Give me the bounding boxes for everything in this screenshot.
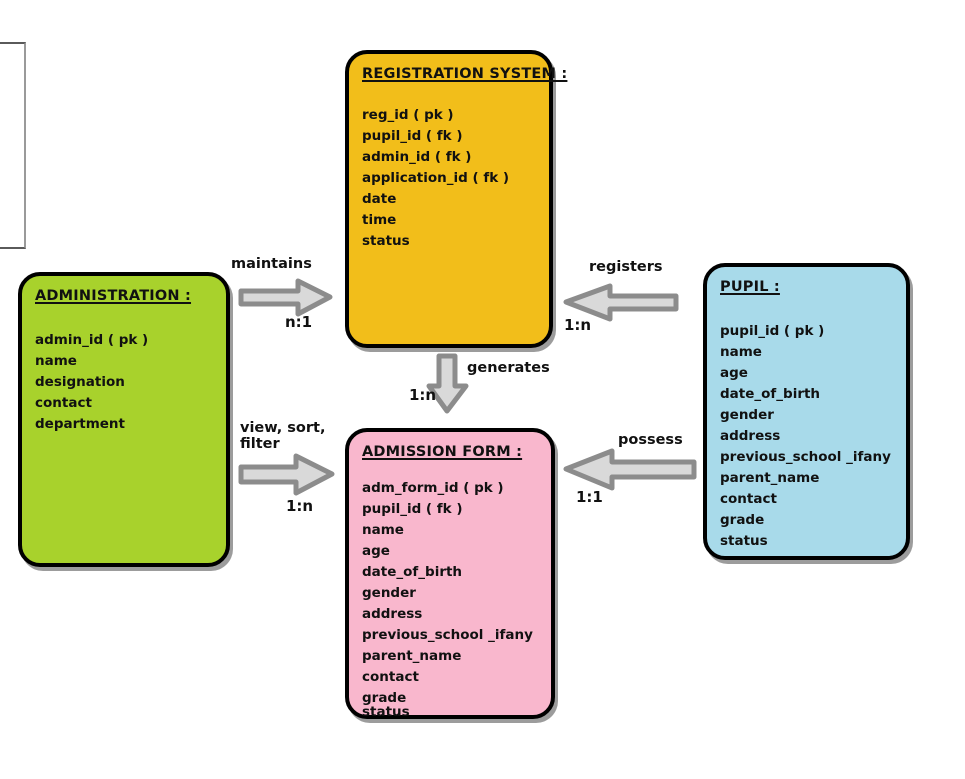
attribute: contact: [35, 395, 92, 411]
entity-title-admission-form: ADMISSION FORM :: [362, 444, 523, 460]
attribute: age: [720, 365, 748, 381]
attribute: pupil_id ( pk ): [720, 323, 825, 339]
attribute: name: [720, 344, 762, 360]
attribute: contact: [720, 491, 777, 507]
attribute: reg_id ( pk ): [362, 107, 454, 123]
attribute: status: [362, 233, 410, 249]
cardinality-generates: 1:n: [409, 386, 437, 404]
relationship-label-possess: possess: [618, 432, 683, 448]
attribute: application_id ( fk ): [362, 170, 510, 186]
attribute: previous_school _ifany: [362, 627, 533, 643]
attribute: parent_name: [720, 470, 820, 486]
relationship-label-generates: generates: [467, 360, 550, 376]
attribute: time: [362, 212, 397, 228]
entity-title-registration-system: REGISTRATION SYSTEM :: [362, 66, 568, 82]
view-sort-filter-arrow-right-icon: [238, 453, 335, 496]
attribute: admin_id ( pk ): [35, 332, 149, 348]
attribute: pupil_id ( fk ): [362, 128, 463, 144]
attribute: previous_school _ifany: [720, 449, 891, 465]
entity-administration: ADMINISTRATION : admin_id ( pk ) name desi…: [18, 272, 230, 567]
registers-arrow-left-icon: [563, 283, 679, 322]
attribute: parent_name: [362, 648, 462, 664]
relationship-label-view-sort-filter: view, sort, filter: [240, 420, 326, 452]
attribute: name: [362, 522, 404, 538]
attribute-list-registration-system: reg_id ( pk ) pupil_id ( fk ) admin_id ( f…: [362, 105, 539, 252]
entity-title-administration: ADMINISTRATION :: [35, 288, 192, 304]
attribute: address: [720, 428, 781, 444]
cropped-empty-box: [0, 42, 26, 249]
attribute: adm_form_id ( pk ): [362, 480, 504, 496]
relationship-label-maintains: maintains: [231, 256, 312, 272]
attribute: designation: [35, 374, 125, 390]
attribute: name: [35, 353, 77, 369]
attribute: gender: [720, 407, 774, 423]
attribute: admin_id ( fk ): [362, 149, 472, 165]
entity-admission-form: ADMISSION FORM : adm_form_id ( pk ) pupil…: [345, 428, 555, 720]
cardinality-maintains: n:1: [285, 313, 313, 331]
attribute: grade: [720, 512, 765, 528]
attribute: grade: [362, 690, 407, 706]
attribute: status: [720, 533, 768, 549]
attribute: age: [362, 543, 390, 559]
cardinality-possess: 1:1: [576, 488, 603, 506]
relationship-label-registers: registers: [589, 259, 663, 275]
possess-arrow-left-icon: [563, 448, 697, 491]
attribute: contact: [362, 669, 419, 685]
attribute: date: [362, 191, 397, 207]
entity-registration-system: REGISTRATION SYSTEM : reg_id ( pk ) pupil…: [345, 50, 568, 348]
attribute: date_of_birth: [362, 564, 463, 580]
attribute: status: [362, 704, 410, 720]
attribute: gender: [362, 585, 416, 601]
entity-title-pupil: PUPIL :: [720, 279, 780, 295]
attribute-list-admission-form: adm_form_id ( pk ) pupil_id ( fk ) name age…: [362, 478, 541, 723]
cardinality-view-sort-filter: 1:n: [286, 497, 314, 515]
entity-pupil: PUPIL : pupil_id ( pk ) name age date_of_bi…: [703, 263, 910, 560]
cardinality-registers: 1:n: [564, 316, 592, 334]
attribute: date_of_birth: [720, 386, 821, 402]
maintains-arrow-right-icon: [238, 278, 333, 317]
generates-arrow-down-icon: [426, 353, 469, 414]
attribute-list-administration: admin_id ( pk ) name designation contact dep…: [35, 330, 216, 435]
attribute: address: [362, 606, 423, 622]
attribute: department: [35, 416, 125, 432]
attribute: pupil_id ( fk ): [362, 501, 463, 517]
